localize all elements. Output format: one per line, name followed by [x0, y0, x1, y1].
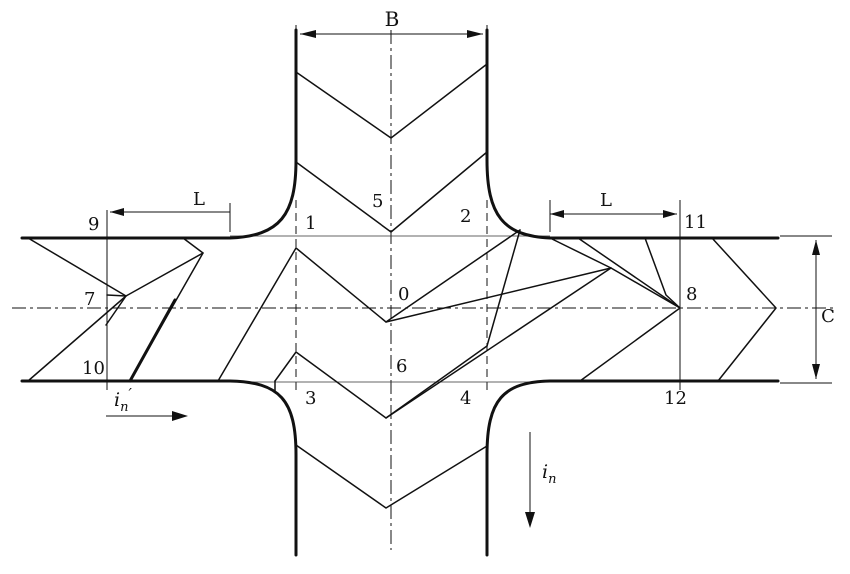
dimension-l-left: L	[110, 189, 231, 232]
label-in-prime-mark: ′	[128, 385, 132, 403]
label-point-9: 9	[88, 214, 99, 235]
label-in-prime: in′	[114, 385, 132, 415]
label-l-left: L	[193, 189, 205, 210]
label-point-10: 10	[82, 358, 105, 379]
left-slip-4	[274, 351, 297, 382]
label-point-11: 11	[684, 212, 707, 233]
dim-c-arrow-top	[812, 240, 820, 255]
label-in-prime-base: i	[114, 389, 120, 411]
label-point-1: 1	[305, 213, 316, 234]
chevron-upper	[295, 151, 488, 233]
contour-bottom-left	[20, 379, 298, 557]
in-prime-arrow-head	[172, 411, 188, 421]
label-point-0: 0	[398, 284, 409, 305]
label-in: in	[542, 461, 556, 487]
dim-l-left-arrow	[110, 208, 124, 216]
label-point-3: 3	[305, 388, 316, 409]
right-slip-f	[644, 237, 681, 309]
dimension-l-right: L	[549, 190, 677, 232]
right-slip-a	[385, 267, 612, 419]
dim-c-arrow-bottom	[812, 364, 820, 379]
chevron-center	[295, 247, 612, 323]
label-point-12: 12	[664, 388, 687, 409]
right-slip-e	[577, 237, 681, 309]
label-in-base: i	[542, 461, 548, 483]
contour-top-left	[20, 28, 298, 240]
vertical-strip-slip-lines	[295, 63, 612, 509]
label-point-4: 4	[460, 388, 471, 409]
dimension-b: B	[295, 7, 488, 45]
right-slip-c	[486, 229, 521, 347]
left-strip-slip-lines	[27, 237, 297, 393]
left-slip-3	[217, 247, 297, 382]
left-entry-chevron	[27, 237, 127, 382]
chevron-top	[295, 63, 488, 139]
dim-b-arrow-right	[467, 30, 483, 38]
right-slip-d	[549, 237, 681, 382]
dim-l-right-arrow-right	[663, 210, 677, 218]
label-point-7: 7	[84, 289, 95, 310]
right-slip-b	[385, 229, 521, 323]
contour-top-right	[485, 28, 780, 240]
left-slip-1	[105, 237, 204, 326]
label-point-8: 8	[686, 284, 697, 305]
in-arrow-head	[525, 512, 535, 528]
label-b: B	[385, 7, 400, 31]
dimension-c: C	[780, 235, 835, 384]
reference-lines	[230, 235, 550, 383]
label-c: C	[821, 306, 835, 327]
chevron-bottom	[295, 444, 488, 509]
dim-b-arrow-left	[300, 30, 316, 38]
in-prime-indicator: in′	[106, 385, 188, 421]
point-labels: 0 1 2 3 4 5 6 7 8 9 10 11 12	[82, 191, 707, 409]
dim-l-right-arrow-left	[550, 210, 564, 218]
left-entry-kink-a	[106, 294, 127, 297]
label-in-sub: n	[548, 472, 556, 487]
label-point-2: 2	[460, 206, 471, 227]
right-exit-chevron	[711, 237, 777, 382]
label-point-5: 5	[372, 191, 383, 212]
station-lines	[106, 200, 681, 390]
left-slip-2-thick	[128, 298, 177, 383]
in-indicator: in	[525, 432, 556, 528]
label-in-prime-sub: n	[120, 400, 128, 415]
label-point-6: 6	[396, 356, 407, 377]
contour-bottom-right	[485, 379, 780, 557]
label-l-right: L	[600, 190, 612, 211]
center-lines	[12, 30, 835, 550]
right-strip-slip-lines	[385, 229, 777, 419]
